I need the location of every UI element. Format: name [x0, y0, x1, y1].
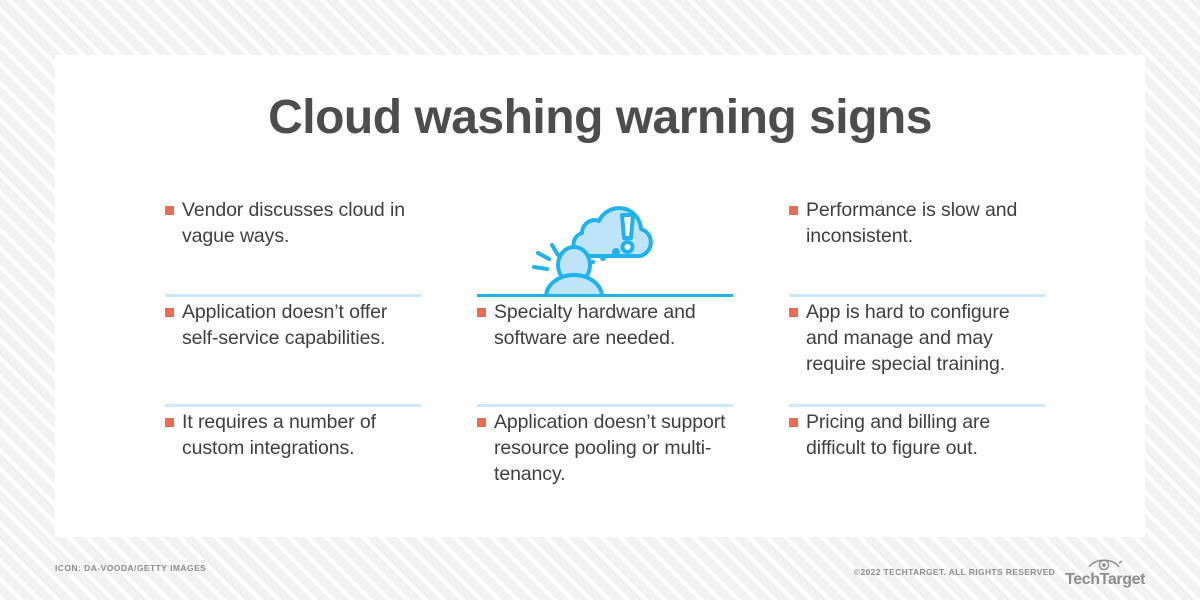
bullet-item: It requires a number of custom integrati… [165, 407, 421, 461]
cloud-confusion-icon [477, 195, 733, 297]
bullet-item: Performance is slow and inconsistent. [789, 195, 1045, 249]
bullet-item: Pricing and billing are difficult to fig… [789, 407, 1045, 461]
bullet-text: Vendor discusses cloud in vague ways. [182, 199, 405, 247]
copyright-text: ©2022 TECHTARGET. ALL RIGHTS RESERVED [853, 567, 1056, 577]
bullet-square-icon [789, 206, 798, 215]
divider [165, 404, 421, 407]
list-item: Pricing and billing are difficult to fig… [789, 407, 1045, 507]
bullet-text: App is hard to configure and manage and … [806, 301, 1010, 375]
list-item: It requires a number of custom integrati… [165, 407, 421, 507]
bullet-columns: Vendor discusses cloud in vague ways. Ap… [165, 195, 1045, 507]
bullet-text: It requires a number of custom integrati… [182, 411, 376, 459]
bullet-square-icon [165, 206, 174, 215]
bullet-square-icon [165, 308, 174, 317]
bullet-item: App is hard to configure and manage and … [789, 297, 1045, 377]
list-item: Vendor discusses cloud in vague ways. [165, 195, 421, 297]
divider [477, 294, 733, 297]
bullet-text: Specialty hardware and software are need… [494, 301, 696, 349]
bullet-square-icon [477, 418, 486, 427]
bullet-item: Vendor discusses cloud in vague ways. [165, 195, 421, 249]
list-item: App is hard to configure and manage and … [789, 297, 1045, 407]
divider [789, 294, 1045, 297]
image-credit: ICON: DA-VOODA/GETTY IMAGES [55, 563, 207, 573]
bullet-square-icon [477, 308, 486, 317]
bullet-text: Performance is slow and inconsistent. [806, 199, 1018, 247]
bullet-text: Pricing and billing are difficult to fig… [806, 411, 991, 459]
divider [789, 404, 1045, 407]
content-card: Cloud washing warning signs Vendor discu… [55, 55, 1145, 537]
divider [477, 404, 733, 407]
footer-right: ©2022 TECHTARGET. ALL RIGHTS RESERVED Te… [854, 556, 1145, 588]
list-item: Performance is slow and inconsistent. [789, 195, 1045, 297]
bullet-item: Specialty hardware and software are need… [477, 297, 733, 351]
techtarget-wordmark: TechTarget [1065, 571, 1145, 588]
bullet-square-icon [789, 418, 798, 427]
column-right: Performance is slow and inconsistent. Ap… [789, 195, 1045, 507]
bullet-square-icon [789, 308, 798, 317]
bullet-item: Application doesn’t support resource poo… [477, 407, 733, 487]
bullet-square-icon [165, 418, 174, 427]
column-left: Vendor discusses cloud in vague ways. Ap… [165, 195, 421, 507]
bullet-item: Application doesn’t offer self-service c… [165, 297, 421, 351]
list-item: Application doesn’t support resource poo… [477, 407, 733, 507]
page-title: Cloud washing warning signs [268, 91, 932, 144]
list-item: Specialty hardware and software are need… [477, 297, 733, 407]
icon-cell [477, 195, 733, 297]
techtarget-logo: TechTarget [1065, 556, 1145, 588]
techtarget-eye-icon [1088, 559, 1123, 571]
column-center: Specialty hardware and software are need… [477, 195, 733, 507]
list-item: Application doesn’t offer self-service c… [165, 297, 421, 407]
bullet-text: Application doesn’t offer self-service c… [182, 301, 388, 349]
bullet-text: Application doesn’t support resource poo… [494, 411, 726, 485]
divider [165, 294, 421, 297]
